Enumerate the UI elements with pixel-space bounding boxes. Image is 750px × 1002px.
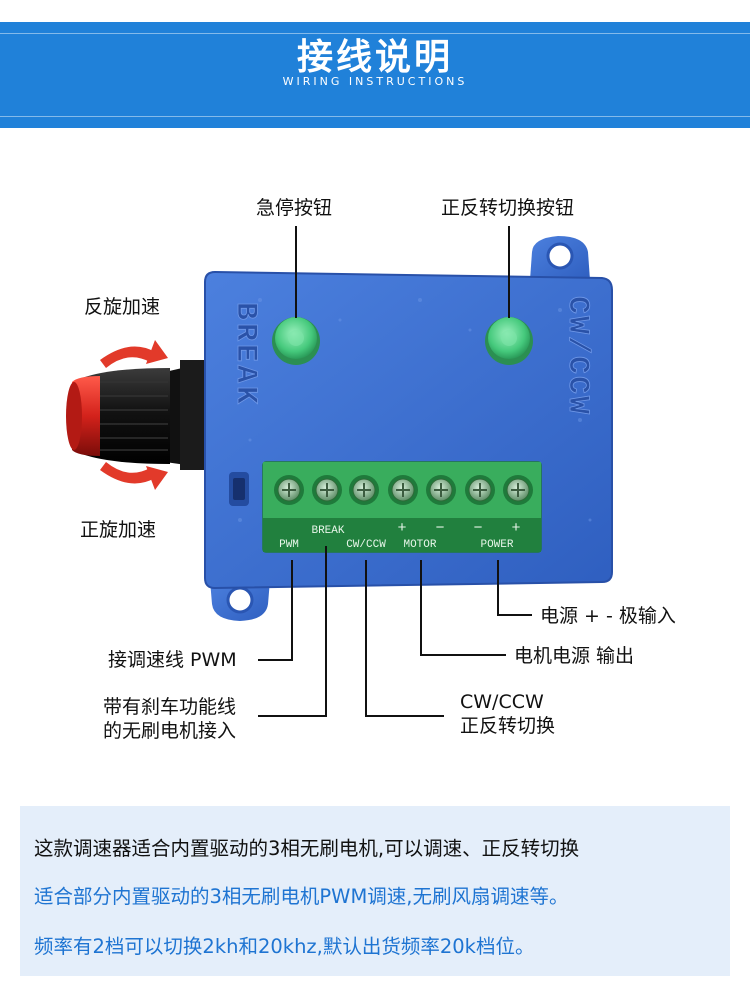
terminal-power-minus: − [474,519,483,536]
page-title: 接线说明 [296,37,453,78]
case-marking-cwccw: CW/CCW [560,296,594,416]
label-direction-button: 正反转切换按钮 [441,197,575,219]
label-power-input: 电源 + - 极输入 [540,605,676,627]
terminal-screws [274,475,533,505]
leader-motor [420,560,506,656]
terminal-screw[interactable] [349,475,379,505]
leader-pwm [258,560,293,661]
info-line-3: 频率有2档可以切换2kh和20khz,默认出货频率20k档位。 [34,935,535,958]
terminal-screw[interactable] [465,475,495,505]
leader-lines [258,226,532,717]
header-top-rule [0,33,750,34]
terminal-screw[interactable] [503,475,533,505]
terminal-label-break: BREAK [311,525,344,537]
terminal-screw[interactable] [274,475,304,505]
device-illustration: BREAK CW/CCW PWM BREAK CW/CCW MOTOR POWE… [66,226,613,717]
case-marking-break: BREAK [228,302,262,407]
leader-break [258,546,327,717]
terminal-screw[interactable] [426,475,456,505]
label-cwccw-line-1: CW/CCW [460,691,544,713]
terminal-label-cwccw: CW/CCW [346,539,386,551]
info-line-2: 适合部分内置驱动的3相无刷电机PWM调速,无刷风扇调速等。 [34,885,569,908]
terminal-screw[interactable] [388,475,418,505]
estop-button[interactable] [272,317,320,365]
mount-tab-top-right [530,236,590,280]
terminal-label-power: POWER [480,539,513,551]
header-banner [0,22,750,128]
label-brake-line-2: 的无刷电机接入 [103,720,237,742]
page-subtitle: WIRING INSTRUCTIONS [282,75,468,88]
terminal-label-motor: MOTOR [403,539,436,551]
label-cwccw-line-2: 正反转切换 [460,715,556,737]
label-motor-output: 电机电源 输出 [514,645,635,667]
leader-power [497,560,532,616]
label-brake-line-1: 带有刹车功能线 [103,696,237,718]
terminal-screw[interactable] [312,475,342,505]
leader-cwccw [365,560,444,717]
terminal-motor-plus: + [398,519,407,536]
info-line-1: 这款调速器适合内置驱动的3相无刷电机,可以调速、正反转切换 [34,837,580,860]
terminal-label-pwm: PWM [279,539,299,551]
direction-switch-button[interactable] [485,317,533,365]
reverse-rotation-arrow [100,340,168,368]
label-reverse-speedup: 反旋加速 [84,296,161,318]
header-bottom-rule [0,116,750,117]
label-forward-speedup: 正旋加速 [80,519,157,541]
label-pwm-wire: 接调速线 PWM [108,649,237,671]
terminal-motor-minus: − [436,519,445,536]
info-box: 这款调速器适合内置驱动的3相无刷电机,可以调速、正反转切换 适合部分内置驱动的3… [20,806,730,976]
label-estop-button: 急停按钮 [256,197,333,219]
terminal-power-plus: + [512,519,521,536]
speed-knob [66,360,210,470]
forward-rotation-arrow [100,462,168,490]
